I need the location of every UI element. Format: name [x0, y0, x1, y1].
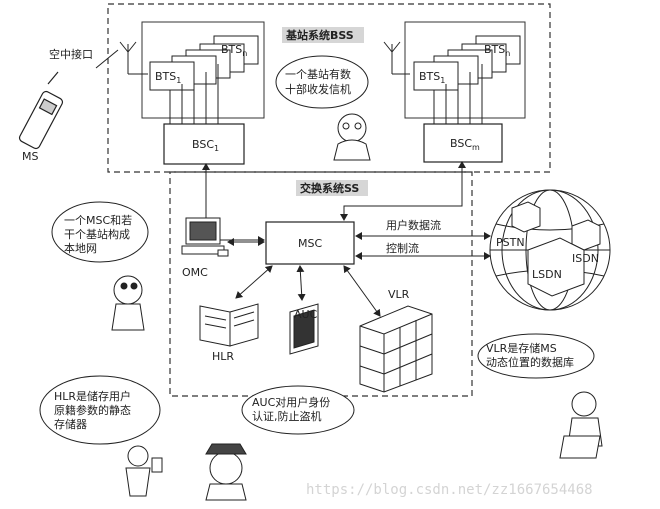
watermark-text: https://blog.csdn.net/zz1667654468	[306, 482, 593, 498]
bts-note-bubble	[275, 55, 369, 109]
bts-note-line-1: 一个基站有数	[285, 67, 351, 81]
bts-1-left: BTS1	[155, 70, 181, 85]
bts-n-right: BTSn	[484, 43, 510, 58]
hlr-note-line-3: 存储器	[54, 417, 87, 431]
right-bts-group	[404, 21, 526, 119]
ss-boundary	[169, 171, 473, 397]
antenna-right-icon	[383, 41, 410, 75]
vlr-note-line-1: VLR是存储MS	[486, 341, 557, 355]
old-man-figure-icon	[333, 113, 371, 161]
isdn-label: ISDN	[572, 252, 599, 265]
omc-computer-icon	[181, 217, 229, 257]
hlr-msc-link	[235, 265, 273, 299]
network-cubes-icon	[511, 201, 601, 297]
msc-note-line-2: 干个基站构成	[64, 227, 130, 241]
msc-note-line-1: 一个MSC和若	[64, 214, 132, 227]
msc-box	[265, 221, 355, 265]
auc-msc-link	[296, 265, 306, 301]
vlr-label: VLR	[388, 288, 410, 301]
police-officer-figure-icon	[205, 443, 247, 501]
auc-note-line-2: 认证,防止盗机	[252, 409, 322, 423]
bsc-m-label: BSCm	[450, 137, 480, 152]
vlr-note-line-2: 动态位置的数据库	[486, 355, 574, 369]
msc-note-line-3: 本地网	[64, 241, 97, 255]
ss-title: 交换系统SS	[300, 181, 359, 195]
auc-note-bubble	[241, 385, 355, 435]
bsc-1-label: BSC1	[192, 138, 219, 153]
bts-stack-left	[149, 35, 259, 91]
air-interface-label: 空中接口	[49, 47, 93, 61]
msc-label: MSC	[298, 237, 322, 250]
omc-label: OMC	[182, 266, 208, 279]
bts-1-right: BTS1	[419, 70, 445, 85]
pstn-label: PSTN	[496, 236, 525, 249]
antenna-left-icon	[119, 41, 148, 75]
bts-n-left: BTSn	[221, 43, 247, 58]
mobile-phone-icon	[18, 71, 64, 150]
auc-door-icon	[289, 303, 319, 355]
vlr-database-cube-icon	[359, 305, 433, 393]
cartoon-boy-right-figure-icon	[559, 391, 603, 459]
vlr-note-bubble	[477, 333, 595, 379]
ms-label: MS	[22, 150, 38, 163]
hlr-note-line-1: HLR是储存用户	[54, 389, 131, 403]
cartoon-boy-left-figure-icon	[125, 445, 163, 497]
cartoon-robot-figure-icon	[111, 275, 145, 331]
control-flow-label: 控制流	[386, 241, 419, 255]
bscm-msc-link	[340, 161, 466, 221]
hlr-label: HLR	[212, 350, 234, 363]
hlr-note-bubble	[39, 375, 161, 445]
vlr-msc-link	[343, 265, 381, 317]
bts-note-line-2: 十部收发信机	[285, 82, 351, 96]
hlr-book-icon	[199, 303, 259, 347]
lsdn-label: LSDN	[532, 268, 562, 281]
bss-title: 基站系统BSS	[285, 28, 354, 42]
bss-boundary	[107, 3, 551, 173]
auc-note-line-1: AUC对用户身份	[252, 395, 330, 409]
left-bts-group	[141, 21, 265, 119]
user-data-flow-label: 用户数据流	[386, 218, 441, 232]
hlr-note-line-2: 原籍参数的静态	[54, 403, 131, 417]
msc-note-bubble	[51, 201, 149, 263]
auc-label: AUC	[294, 308, 318, 321]
bsc-1-box	[163, 123, 245, 165]
